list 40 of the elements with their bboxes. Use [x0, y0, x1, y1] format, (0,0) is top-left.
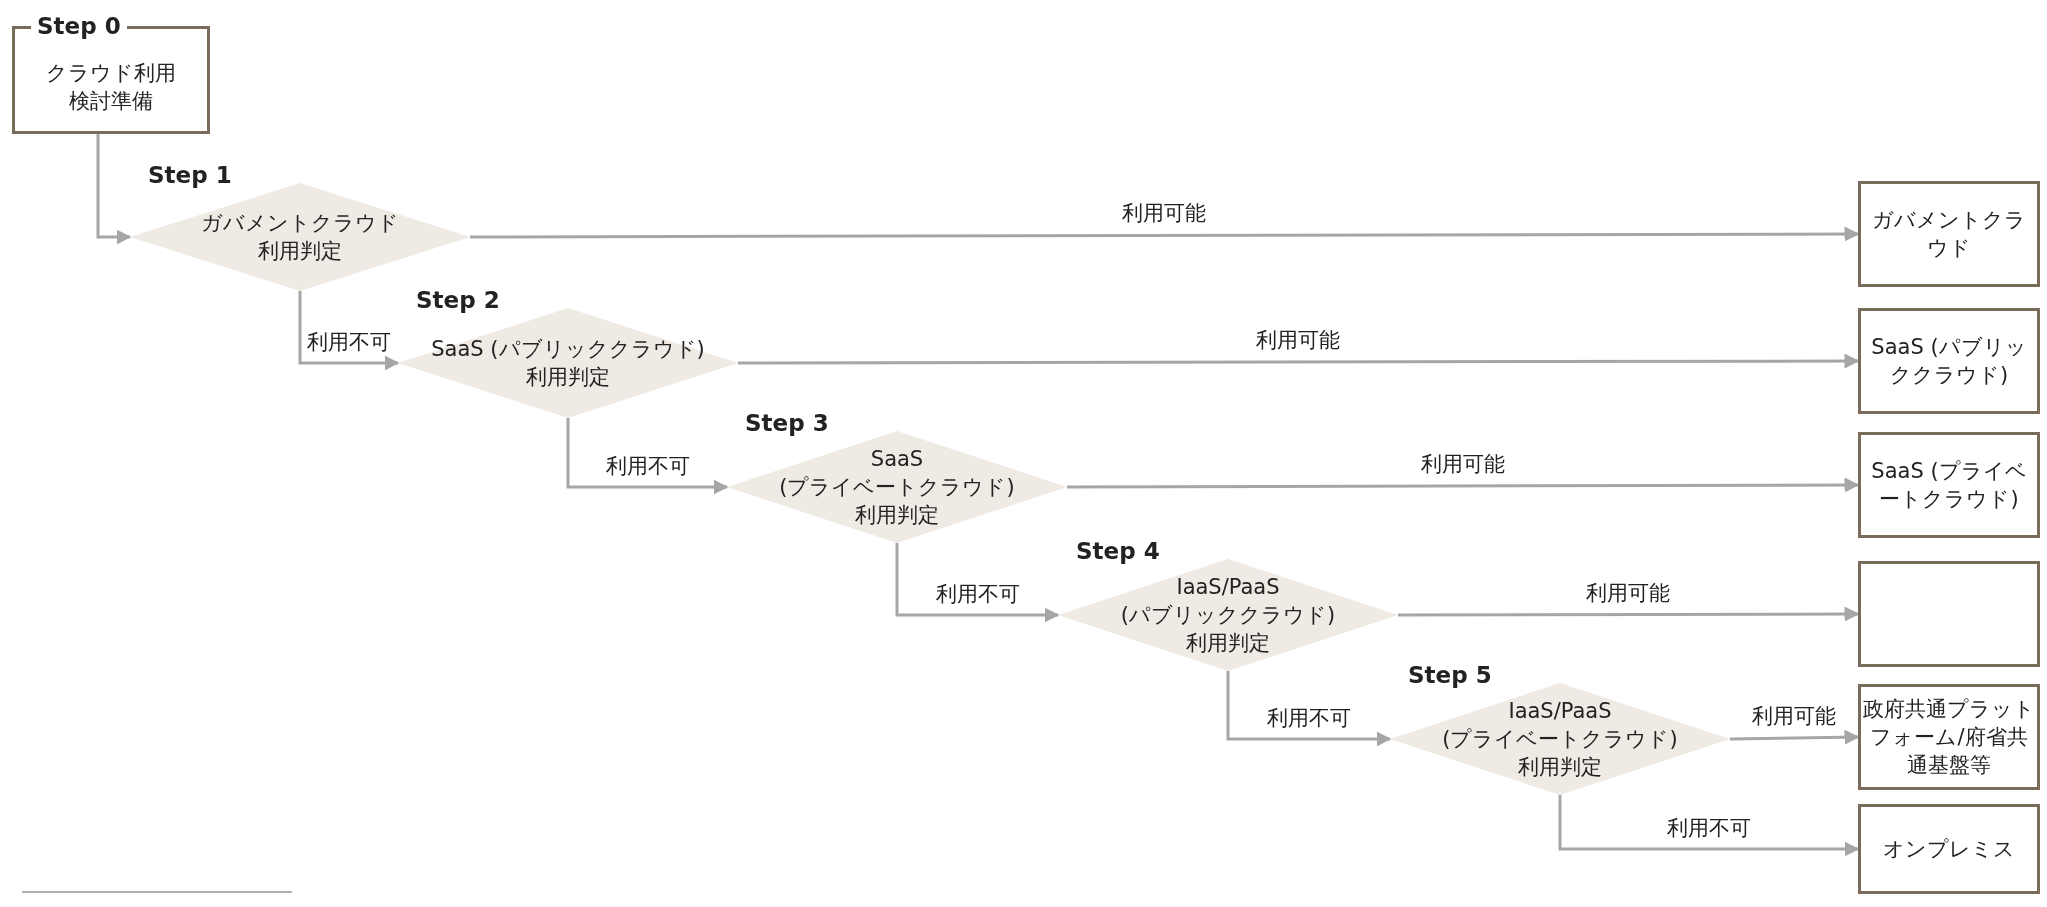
result-box — [1858, 561, 2040, 667]
step-label: Step 4 — [1075, 537, 1161, 565]
arrow — [1729, 729, 1860, 745]
edge-label: 利用不可 — [1264, 705, 1354, 731]
edge-label: 利用可能 — [1749, 703, 1839, 729]
decision-text: ガバメントクラウド利用判定 — [200, 210, 400, 265]
result-box — [1858, 432, 2040, 538]
arrow — [1067, 477, 1860, 493]
result-box — [1858, 308, 2040, 414]
step-label: Step 3 — [744, 409, 830, 437]
edge-label: 利用不可 — [304, 329, 394, 355]
node-text: SaaS (プライベートクラウド) — [1870, 458, 2028, 513]
arrow — [298, 291, 400, 371]
decision-text: IaaS/PaaS (パブリッククラウド) 利用判定 — [1119, 574, 1337, 657]
edge-label: 利用可能 — [1253, 327, 1343, 353]
arrow — [1398, 606, 1860, 622]
node-text: 政府共通プラットフォーム/府省共通基盤等 — [1863, 696, 2035, 779]
result-box — [1858, 804, 2040, 894]
step-label: Step 2 — [415, 286, 501, 314]
arrow — [1226, 671, 1392, 747]
arrow — [1558, 795, 1860, 857]
result-box — [1858, 684, 2040, 790]
decision-text: SaaS (プライベートクラウド) 利用判定 — [778, 446, 1016, 529]
node-text: ガバメントクラウド — [1871, 207, 2027, 262]
arrow — [96, 134, 132, 245]
edge-label: 利用可能 — [1583, 580, 1673, 606]
decision-text: SaaS (パブリッククラウド) 利用判定 — [430, 336, 706, 391]
result-box — [1858, 181, 2040, 287]
edge-label: 利用可能 — [1119, 200, 1209, 226]
node-text: オンプレミス — [1883, 836, 2015, 863]
step-label: Step 5 — [1407, 661, 1493, 689]
node-text: クラウド利用検討準備 — [45, 60, 177, 115]
arrow — [470, 226, 1860, 242]
node-text: SaaS (パブリッククラウド) — [1870, 334, 2028, 389]
arrow — [738, 353, 1860, 369]
edge-label: 利用不可 — [1664, 815, 1754, 841]
step-label: Step 1 — [147, 161, 233, 189]
arrow — [895, 543, 1060, 623]
decision-text: IaaS/PaaS (プライベートクラウド) 利用判定 — [1441, 698, 1679, 781]
arrow — [566, 418, 729, 495]
